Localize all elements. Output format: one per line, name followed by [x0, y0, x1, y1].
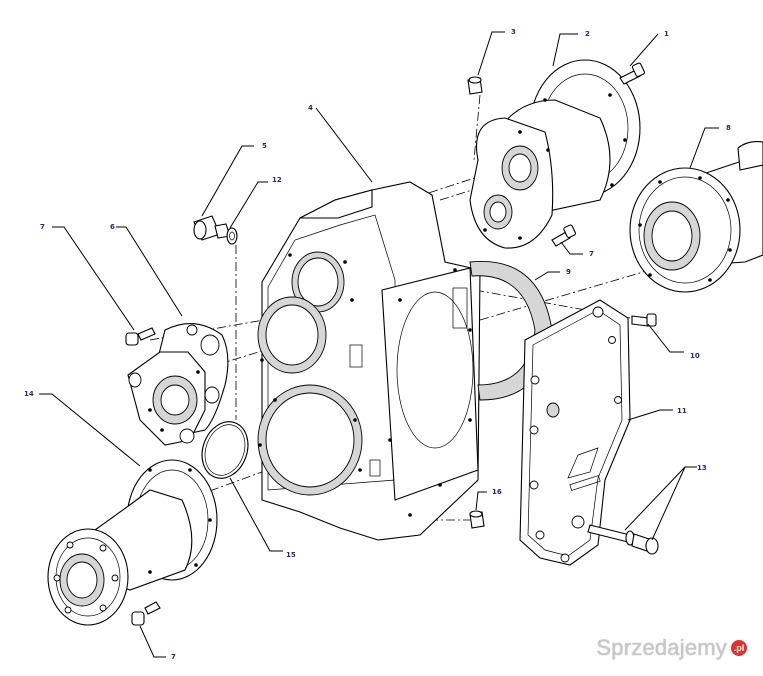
- callout-10: 10: [690, 352, 700, 360]
- callout-7-left: 7: [40, 223, 45, 231]
- watermark-badge: .pl: [731, 640, 747, 656]
- callout-1: 1: [664, 30, 669, 38]
- part-12-washer: [226, 227, 238, 245]
- part-7-bolt-bottom: [131, 601, 161, 626]
- site-watermark: Sprzedajemy .pl: [596, 635, 747, 661]
- callout-7-bottom: 7: [171, 653, 176, 661]
- part-3-pin: [467, 76, 483, 95]
- callout-13: 13: [697, 464, 707, 472]
- callout-15: 15: [286, 551, 296, 559]
- callout-9: 9: [566, 268, 571, 276]
- callout-4: 4: [308, 104, 313, 112]
- callout-3: 3: [511, 28, 516, 36]
- callout-8: 8: [726, 124, 731, 132]
- callout-2: 2: [585, 30, 590, 38]
- part-14-flange-shaft: [47, 459, 218, 626]
- watermark-text: Sprzedajemy: [596, 635, 727, 660]
- part-10-bolt: [631, 313, 657, 327]
- callout-14: 14: [24, 390, 34, 398]
- callout-labels: 1 2 3 4 5 6 7 7 7 8 9 10 11 12 13 14 15 …: [24, 28, 731, 661]
- part-6-flange: [127, 323, 229, 446]
- part-15-oring: [201, 421, 249, 479]
- callout-11: 11: [677, 407, 687, 415]
- part-13-bolt-washer: [587, 524, 659, 555]
- part-1-bolt: [619, 62, 645, 85]
- part-2-housing: [469, 59, 641, 249]
- part-8-axle-housing: [629, 141, 763, 293]
- part-16-pin: [469, 510, 485, 529]
- part-7-bolt-right: [551, 224, 576, 247]
- part-4-main-housing: [257, 181, 481, 541]
- callout-7-right: 7: [589, 250, 594, 258]
- part-5-plug: [193, 215, 231, 241]
- callout-5: 5: [262, 142, 267, 150]
- callout-12: 12: [272, 176, 282, 184]
- callout-16: 16: [492, 488, 502, 496]
- part-11-cover: [519, 299, 631, 566]
- callout-6: 6: [110, 223, 115, 231]
- part-7-bolt-left-top: [125, 327, 156, 346]
- leader-lines: [39, 31, 719, 658]
